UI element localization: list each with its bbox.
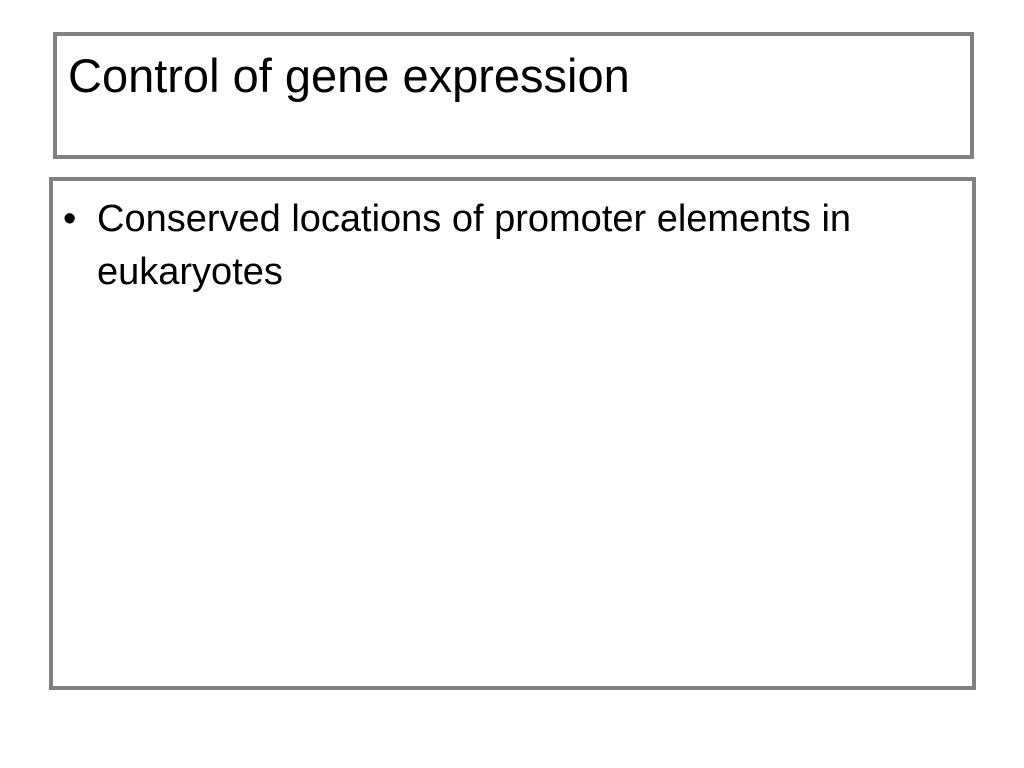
bullet-text: Conserved locations of promoter elements…: [97, 198, 852, 293]
bullet-item: • Conserved locations of promoter elemen…: [63, 193, 963, 299]
bullet-marker: •: [63, 198, 77, 240]
bullet-list: • Conserved locations of promoter elemen…: [63, 193, 963, 299]
content-placeholder: • Conserved locations of promoter elemen…: [49, 177, 976, 690]
title-placeholder: Control of gene expression: [53, 32, 974, 159]
slide-title: Control of gene expression: [68, 49, 630, 102]
